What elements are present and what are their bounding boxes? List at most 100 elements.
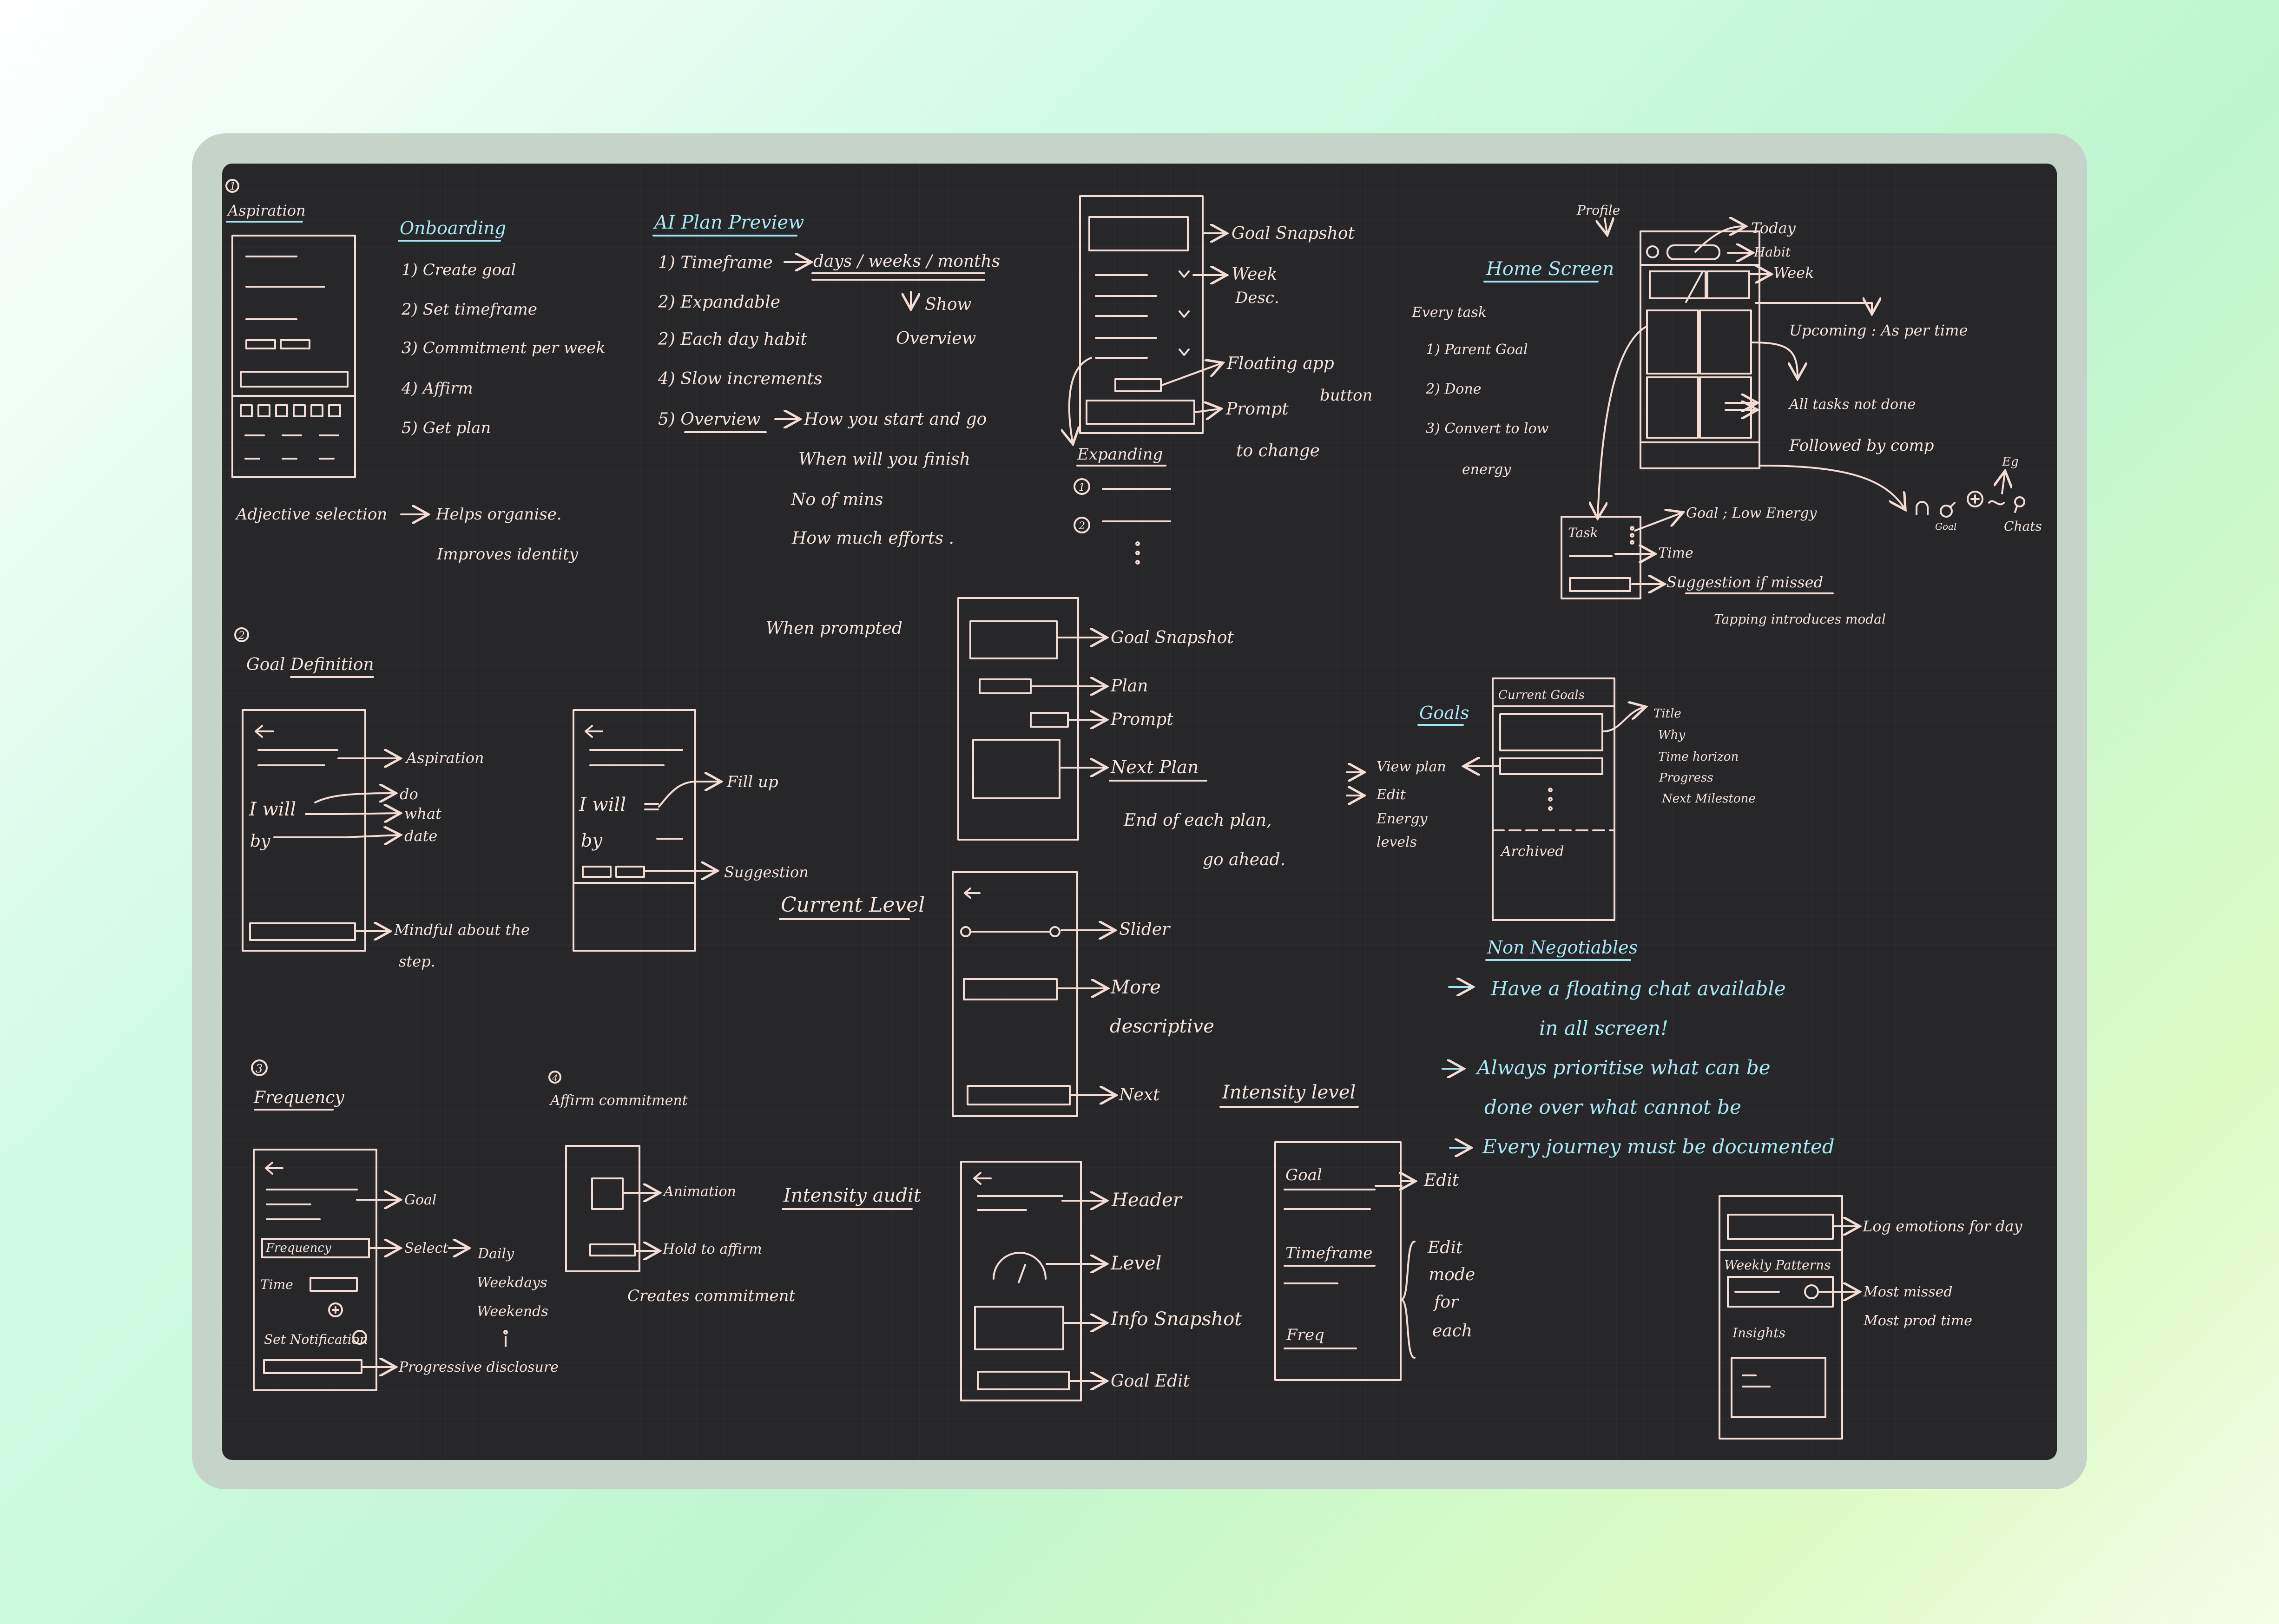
frequency-field: Frequency [265,1241,331,1255]
suggestion-missed-label: Suggestion if missed [1666,573,1823,591]
insights-label: Insights [1732,1325,1785,1341]
next-plan-label: Next Plan [1110,757,1199,777]
section-4-number: 4 [552,1072,558,1084]
goal-low-energy-label: Goal ; Low Energy [1686,505,1817,521]
expanding-label: Expanding [1077,445,1163,464]
task-label: Task [1568,525,1598,540]
levels-label: levels [1377,834,1417,850]
ai-overview-start: How you start and go [804,410,987,429]
goal-snapshot-label: Goal Snapshot [1232,224,1355,243]
section-goal-definition: 2 Goal Definition I will by Aspiration d… [234,627,809,970]
ai-item-1: 1) Timeframe [658,253,773,272]
end-of-plan-label: End of each plan, [1123,811,1272,830]
ai-overview-efforts: How much efforts . [791,529,954,548]
home-wireframe[interactable] [1640,230,1760,469]
prompted-wireframe[interactable] [957,597,1079,841]
creates-commitment-label: Creates commitment [627,1287,795,1305]
i-will-2-label: I will [579,794,626,815]
desc-label: Desc. [1235,289,1279,307]
il-edit-label: Edit [1423,1171,1459,1190]
nn-item-2: Always prioritise what can be [1475,1056,1771,1079]
step-label: step. [399,953,435,970]
goal-field-progress: Progress [1659,771,1713,785]
current-level-wireframe[interactable] [952,871,1078,1117]
when-prompted-label: When prompted [766,619,902,638]
aspiration-field-label: Aspiration [405,749,484,767]
onboarding-title: Onboarding [400,218,506,238]
upcoming-label: Upcoming : As per time [1789,322,1968,339]
weekly-patterns-label: Weekly Patterns [1724,1257,1831,1273]
info-snapshot-label: Info Snapshot [1110,1308,1242,1330]
section-current-level: Current Level Slider More descriptive Ne… [779,871,1214,1117]
time-field: Time [260,1277,293,1292]
frequency-wireframe[interactable] [253,1149,377,1391]
eg-label: Eg [2002,455,2019,469]
goal-edit-label: Goal Edit [1111,1372,1190,1391]
prompt-2-label: Prompt [1110,710,1173,729]
section-plan-screen: Goal Snapshot Week Desc. Floating app bu… [1069,195,1372,565]
section-number: 1 [230,181,236,192]
tapping-modal-label: Tapping introduces modal [1714,611,1886,627]
onboarding-step-3: 3) Commitment per week [402,339,606,357]
il-mode-2: mode [1429,1265,1475,1284]
ai-show-label: Show [925,295,972,314]
nn-item-1b: in all screen! [1539,1017,1668,1039]
frequency-title: Frequency [253,1088,344,1107]
goal-def-wireframe-1[interactable] [242,709,366,952]
section-intensity-level: Intensity level Goal Timeframe Freq Edit… [1219,1082,1475,1381]
slider-label: Slider [1119,920,1171,939]
section-aspiration: 1 Aspiration Onboarding 1) Create goal 2… [225,179,606,564]
all-tasks-label: All tasks not done [1788,396,1916,413]
date-label: date [404,827,437,845]
time-label: Time [1658,545,1693,561]
ai-timeframe-values: days / weeks / months [813,252,1000,271]
onboarding-step-1: 1) Create goal [402,261,516,279]
intensity-audit-wireframe[interactable] [960,1161,1082,1401]
adjective-selection-label: Adjective selection [235,505,387,524]
goals-wireframe[interactable]: Current Goals Archived [1492,677,1615,921]
il-mode-4: each [1432,1322,1472,1341]
plan-screen-wireframe[interactable] [1079,195,1204,434]
header-label: Header [1111,1190,1183,1211]
goal-snapshot-2-label: Goal Snapshot [1111,628,1234,647]
aspiration-title: Aspiration [226,202,306,219]
intensity-level-wireframe[interactable] [1274,1141,1402,1381]
ai-plan-title: AI Plan Preview [652,212,804,233]
il-timeframe-field: Timeframe [1285,1244,1372,1262]
ai-item-2: 2) Expandable [658,293,780,312]
by-label: by [250,832,270,851]
energy-label: Energy [1376,811,1428,827]
il-goal-field: Goal [1285,1166,1322,1184]
goal-definition-title: Goal Definition [246,655,374,674]
helps-organise-label: Helps organise. [435,505,562,524]
do-label: do [400,785,418,803]
floating-app-label: Floating app [1226,354,1334,373]
goal-icon-label: Goal [1935,521,1956,532]
progressive-disclosure-label: Progressive disclosure [398,1359,559,1375]
aspiration-wireframe[interactable] [231,235,356,478]
improves-identity-label: Improves identity [436,545,579,564]
go-ahead-label: go ahead. [1203,850,1285,869]
intensity-audit-title: Intensity audit [783,1185,922,1206]
ai-item-5: 5) Overview [658,410,761,429]
prompt-label: Prompt [1225,400,1289,419]
emotions-wireframe[interactable] [1719,1195,1843,1440]
onboarding-step-2: 2) Set timeframe [401,300,537,319]
goal-def-wireframe-2[interactable] [573,709,696,952]
every-task-item-2: 2) Done [1425,381,1482,397]
more-label: More [1110,977,1161,998]
section-affirm: 4 Affirm commitment Animation Hold to af… [548,1071,795,1305]
select-label: Select [404,1240,448,1256]
chats-label: Chats [2004,519,2042,534]
section-emotions: Weekly Patterns Insights Log emotions fo… [1719,1195,2022,1440]
week-nav-label: Week [1773,264,1814,282]
descriptive-label: descriptive [1110,1016,1214,1037]
whiteboard[interactable]: 1 Aspiration Onboarding 1) Create goal 2… [222,164,2057,1460]
affirm-wireframe[interactable] [565,1145,640,1272]
onboarding-step-5: 5) Get plan [402,419,491,437]
ai-overview-finish: When will you finish [798,450,970,469]
ai-item-3: 2) Each day habit [658,330,807,349]
il-freq-field: Freq [1286,1326,1324,1344]
view-plan-label: View plan [1377,759,1446,775]
i-will-label: I will [249,799,296,820]
